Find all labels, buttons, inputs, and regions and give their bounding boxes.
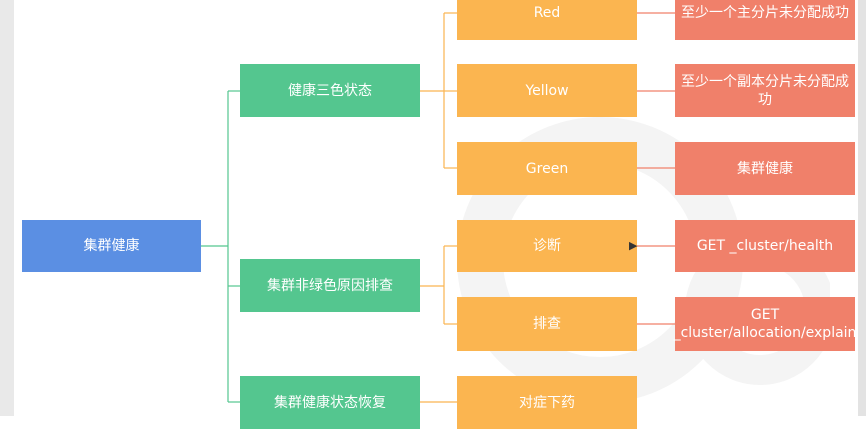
detail-label: 至少一个主分片未分配成功 (681, 5, 849, 21)
detail-label: GET _cluster/allocation/explain (673, 307, 857, 341)
left-edge-strip (0, 0, 14, 416)
step-node-investigate: 排查 (457, 297, 637, 351)
step-label: 诊断 (533, 238, 561, 254)
branch-connectors (420, 12, 457, 403)
status-label: Yellow (525, 82, 569, 99)
detail-connectors (637, 12, 675, 325)
mouse-pointer-icon: ▶ (629, 239, 638, 252)
detail-label: 至少一个副本分片未分配成功 (681, 73, 849, 108)
root-connectors (201, 90, 240, 403)
detail-node-investigate: GET _cluster/allocation/explain (673, 297, 857, 351)
detail-node-yellow: 至少一个副本分片未分配成功 (675, 64, 855, 117)
detail-node-red: 至少一个主分片未分配成功 (675, 0, 855, 40)
detail-node-green: 集群健康 (675, 142, 855, 195)
detail-node-diagnose: GET _cluster/health (675, 220, 855, 272)
step-label: 排查 (533, 316, 561, 332)
branch-label: 集群健康状态恢复 (274, 394, 386, 411)
branch-label: 健康三色状态 (288, 82, 372, 99)
branch-node-recovery: 集群健康状态恢复 (240, 376, 420, 429)
status-label: Green (525, 160, 569, 177)
right-scrollbar-strip (858, 0, 866, 416)
branch-node-health-colors: 健康三色状态 (240, 64, 420, 117)
status-node-green: Green (457, 142, 637, 195)
status-node-yellow: Yellow (457, 64, 637, 117)
detail-label: GET _cluster/health (696, 238, 834, 254)
step-node-diagnose: 诊断 (457, 220, 637, 272)
step-node-remedy: 对症下药 (457, 376, 637, 429)
status-label: Red (533, 5, 561, 21)
branch-label: 集群非绿色原因排查 (267, 277, 393, 294)
root-label: 集群健康 (83, 238, 140, 254)
connector-lines (201, 12, 675, 403)
detail-label: 集群健康 (737, 160, 793, 177)
root-node: 集群健康 (22, 220, 201, 272)
status-node-red: Red (457, 0, 637, 40)
branch-node-troubleshoot: 集群非绿色原因排查 (240, 259, 420, 312)
step-label: 对症下药 (519, 394, 575, 411)
